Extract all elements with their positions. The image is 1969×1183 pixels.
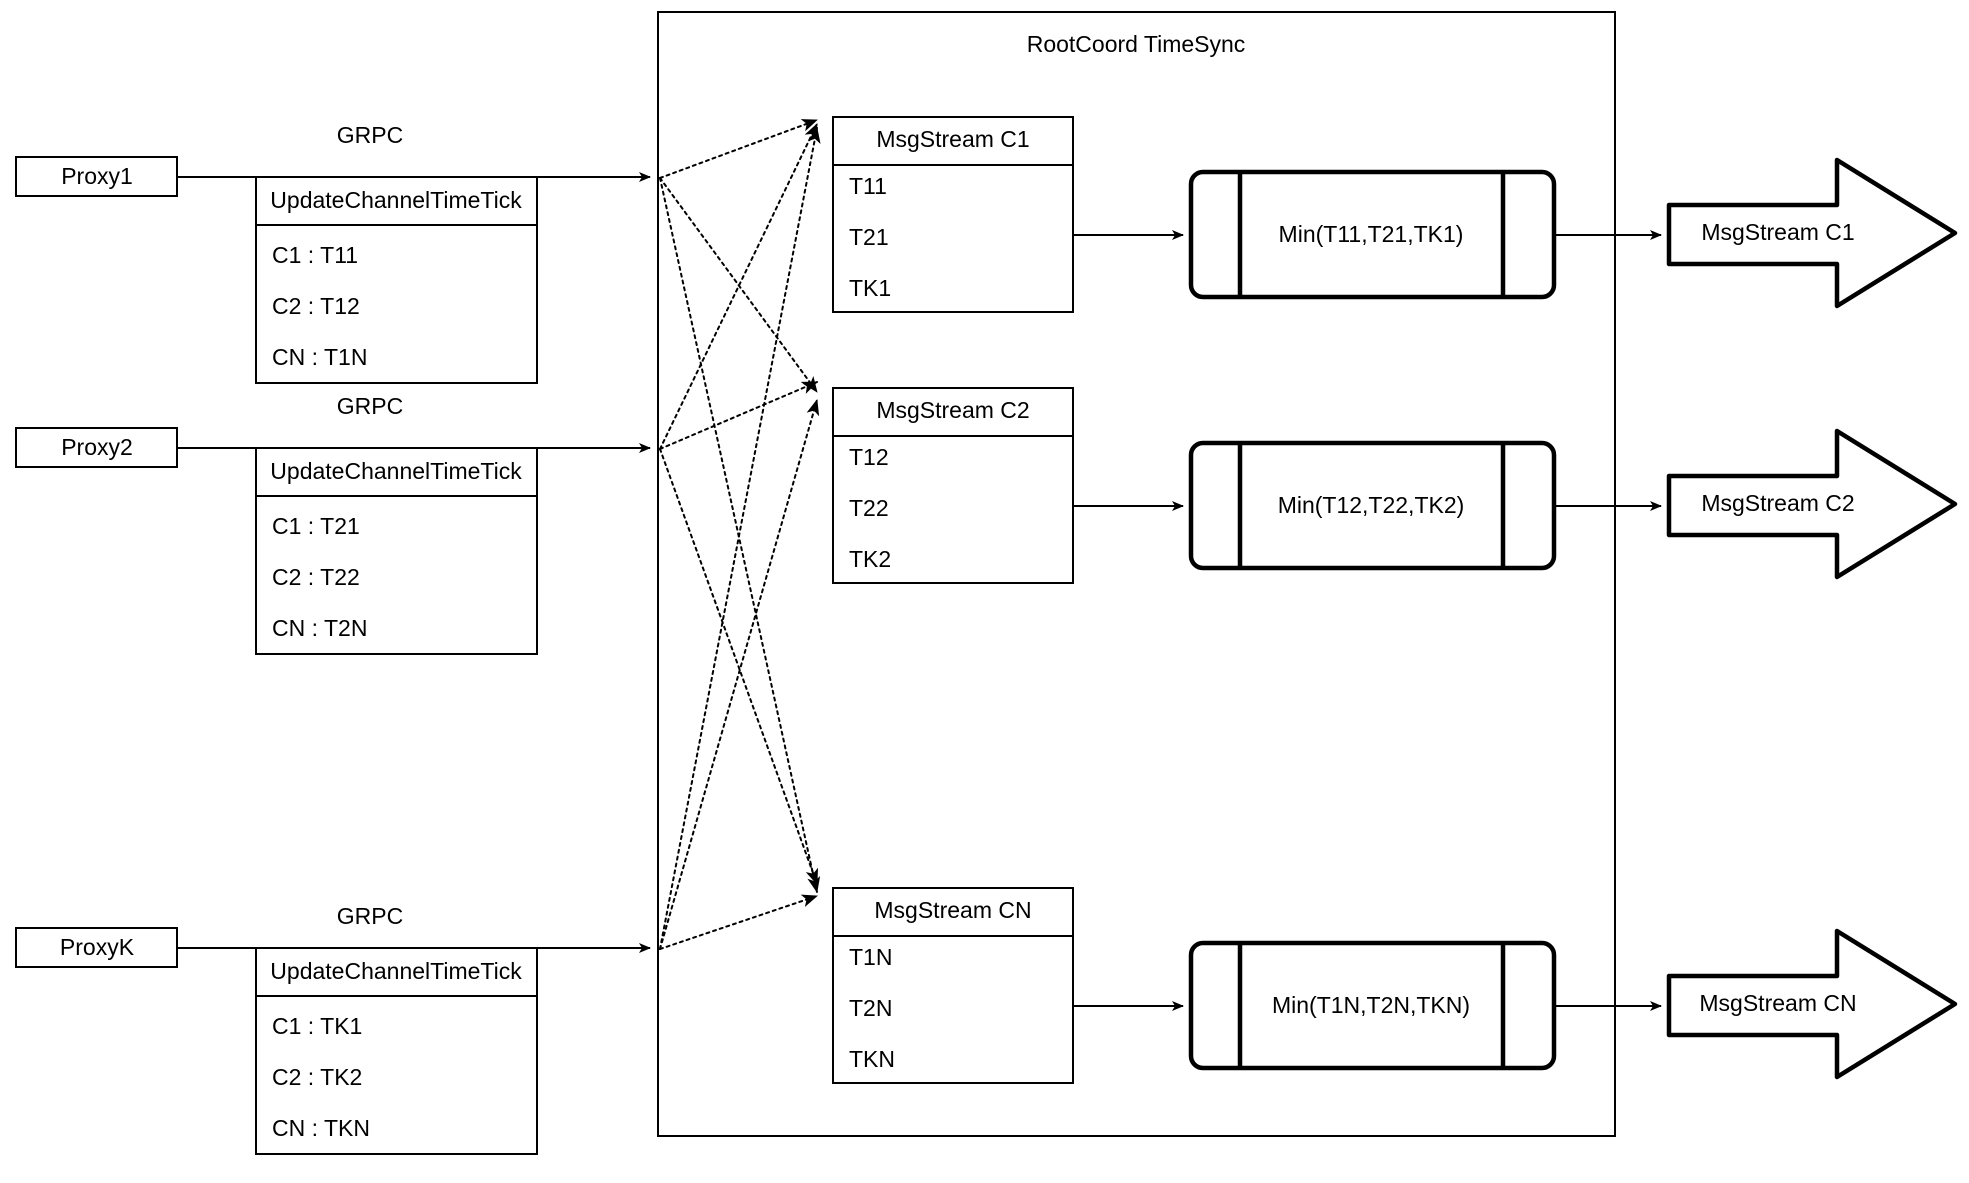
- fanout-p2-cn: [659, 448, 819, 885]
- timetick-row-3-2: CN : TKN: [272, 1115, 370, 1141]
- output-label-2: MsgStream C2: [1701, 490, 1854, 516]
- msgstream-row-3-0: T1N: [849, 944, 892, 970]
- msgstream-row-1-2: TK1: [849, 275, 891, 301]
- timetick-header-1: UpdateChannelTimeTick: [270, 187, 522, 213]
- fanout-pk-c2: [659, 399, 820, 950]
- rootcoord-title: RootCoord TimeSync: [1027, 31, 1246, 57]
- output-arrow-2: [1666, 428, 1958, 580]
- proxy-box-1[interactable]: [15, 156, 178, 197]
- timetick-row-1-0: C1 : T11: [272, 242, 358, 268]
- timetick-box-3: [255, 947, 538, 1155]
- fanout-p2-c2: [659, 381, 818, 450]
- proxy-box-3[interactable]: [15, 927, 178, 968]
- grpc-label-1: GRPC: [337, 122, 403, 148]
- fanout-pk-cn: [659, 894, 818, 950]
- msgstream-row-2-1: T22: [849, 495, 889, 521]
- min-label-2: Min(T12,T22,TK2): [1278, 492, 1465, 518]
- msgstream-header-2: MsgStream C2: [876, 397, 1029, 423]
- timetick-header-3: UpdateChannelTimeTick: [270, 958, 522, 984]
- msgstream-header-1: MsgStream C1: [876, 126, 1029, 152]
- output-label-1: MsgStream C1: [1701, 219, 1854, 245]
- msgstream-box-3: [832, 887, 1074, 1084]
- fanout-pk-c1: [659, 127, 821, 950]
- msgstream-header-3: MsgStream CN: [874, 897, 1031, 923]
- timetick-row-3-0: C1 : TK1: [272, 1013, 362, 1039]
- msgstream-box-2: [832, 387, 1074, 584]
- output-arrow-1: [1666, 157, 1958, 309]
- timetick-header-2: UpdateChannelTimeTick: [270, 458, 522, 484]
- timetick-row-1-2: CN : T1N: [272, 344, 367, 370]
- timetick-row-2-1: C2 : T22: [272, 564, 360, 590]
- timetick-box-2: [255, 447, 538, 655]
- output-arrow-3: [1666, 928, 1958, 1080]
- proxy-label-2: Proxy2: [61, 434, 133, 460]
- proxy-label-1: Proxy1: [61, 163, 133, 189]
- fanout-p1-c1: [659, 119, 818, 179]
- timetick-row-3-1: C2 : TK2: [272, 1064, 362, 1090]
- min-label-3: Min(T1N,T2N,TKN): [1272, 992, 1470, 1018]
- fanout-p2-c1: [659, 123, 818, 450]
- timetick-row-2-0: C1 : T21: [272, 513, 360, 539]
- msgstream-row-3-1: T2N: [849, 995, 892, 1021]
- msgstream-box-1: [832, 116, 1074, 313]
- msgstream-row-1-1: T21: [849, 224, 889, 250]
- grpc-label-2: GRPC: [337, 393, 403, 419]
- timetick-row-1-1: C2 : T12: [272, 293, 360, 319]
- timetick-box-1: [255, 176, 538, 384]
- msgstream-row-2-2: TK2: [849, 546, 891, 572]
- output-label-3: MsgStream CN: [1699, 990, 1856, 1016]
- proxy-label-3: ProxyK: [60, 934, 135, 960]
- msgstream-row-2-0: T12: [849, 444, 889, 470]
- min-label-1: Min(T11,T21,TK1): [1279, 221, 1464, 247]
- grpc-label-3: GRPC: [337, 903, 403, 929]
- msgstream-row-3-2: TKN: [849, 1046, 895, 1072]
- timetick-row-2-2: CN : T2N: [272, 615, 367, 641]
- msgstream-row-1-0: T11: [849, 173, 887, 199]
- proxy-box-2[interactable]: [15, 427, 178, 468]
